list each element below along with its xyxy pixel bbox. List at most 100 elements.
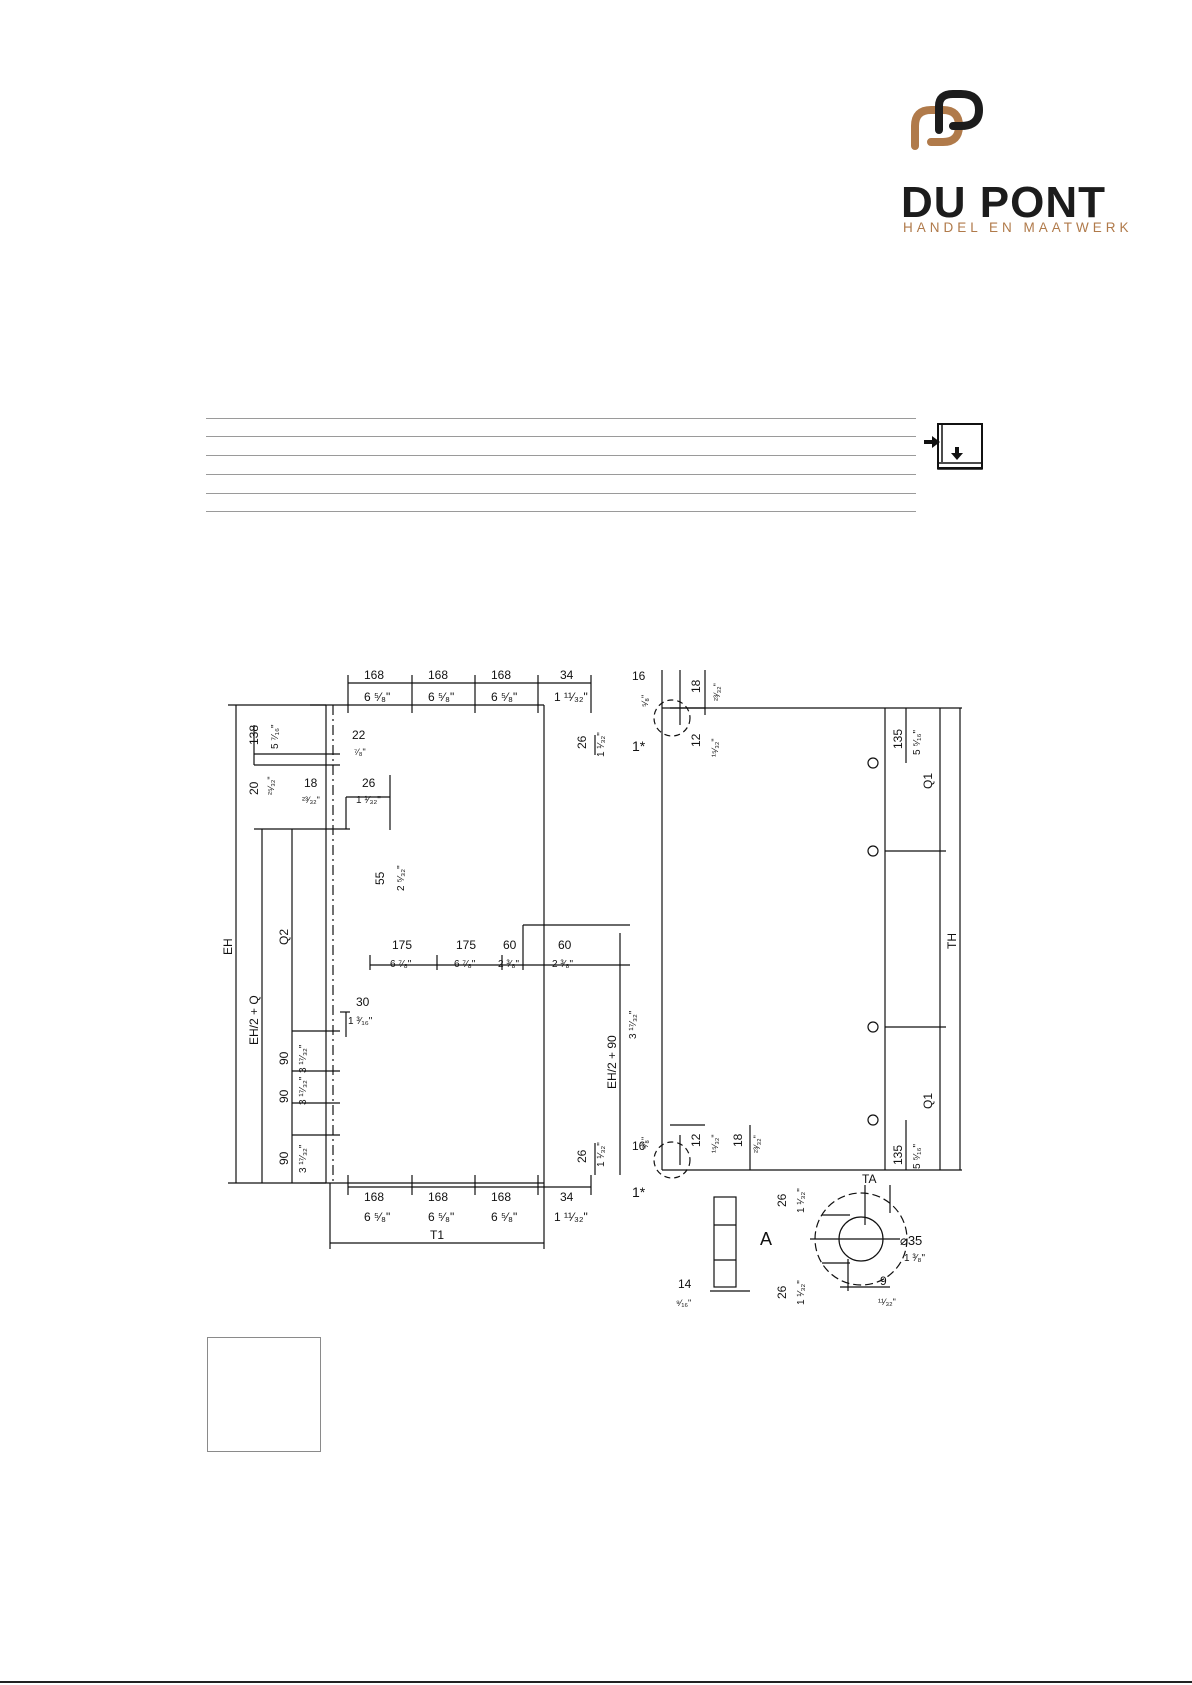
dim-22-in: ⁷⁄₈": [354, 747, 366, 757]
dia-35-label: ⌀35: [900, 1233, 922, 1248]
bottom-dim-1: 168: [364, 1190, 384, 1204]
bottom-dim-4-in: 1 ¹¹⁄₃₂": [554, 1210, 588, 1224]
dim-26: 26: [362, 776, 376, 790]
bottom-dim-2-in: 6 ⁵⁄₈": [428, 1210, 454, 1224]
info-line: [206, 493, 916, 494]
dim-16-top: 16: [632, 669, 646, 683]
info-line: [206, 418, 916, 419]
info-line: [206, 436, 916, 437]
dim-90-a: 90: [277, 1051, 291, 1065]
dim-16-top-in: ⁵⁄₈": [640, 695, 650, 707]
dim-12-top: 12: [689, 733, 703, 747]
dim-18-bot-in: ²³⁄₃₂": [752, 1135, 762, 1153]
mid-dim-1: 175: [392, 938, 412, 952]
dim-26-up-in: 1 ¹⁄₃₂": [796, 1188, 807, 1213]
top-dim-3: 168: [491, 668, 511, 682]
mounting-direction-icon: [924, 423, 983, 470]
eh-label: EH: [221, 938, 235, 955]
mid-dim-2-in: 6 ⁷⁄₈": [454, 959, 476, 970]
dim-55: 55: [373, 871, 387, 885]
dim-18-in: ²³⁄₃₂": [302, 795, 320, 805]
dim-14-in: ⁹⁄₁₆": [676, 1298, 691, 1308]
dim-26-dn: 26: [775, 1285, 789, 1299]
q1-top-label: Q1: [921, 773, 935, 789]
note-box: [207, 1337, 321, 1452]
dim-26-bot: 26: [575, 1149, 589, 1163]
info-lines: [206, 418, 916, 513]
star-note-bot: 1*: [632, 1184, 646, 1200]
mid-dim-1-in: 6 ⁷⁄₈": [390, 959, 412, 970]
dim-26-up: 26: [775, 1193, 789, 1207]
dim-30: 30: [356, 995, 370, 1009]
logo-mark-icon: [911, 90, 984, 150]
bottom-dim-3-in: 6 ⁵⁄₈": [491, 1210, 517, 1224]
eh-half-90-label: EH/2 + 90: [605, 1035, 619, 1089]
dim-135-top-in: 5 ⁵⁄₁₆": [912, 729, 923, 755]
dim-20: 20: [247, 781, 261, 795]
dim-20-in: ²⁵⁄₃₂": [266, 776, 276, 795]
q2-label: Q2: [277, 929, 291, 945]
dim-9: 9: [880, 1274, 887, 1288]
dim-138-in: 5 ⁷⁄₁₆": [270, 724, 281, 749]
dim-18: 18: [304, 776, 318, 790]
top-dim-1-in: 6 ⁵⁄₈": [364, 690, 390, 704]
dim-135-bot: 135: [891, 1145, 905, 1165]
dim-12-bot: 12: [689, 1133, 703, 1147]
top-dim-3-in: 6 ⁵⁄₈": [491, 690, 517, 704]
footer-line: [0, 1681, 1192, 1683]
info-line: [206, 474, 916, 475]
dim-16-bot-in: ⁵⁄₈": [640, 1137, 650, 1149]
dim-138: 138: [247, 725, 261, 745]
dim-90-c: 90: [277, 1151, 291, 1165]
dia-35-in: 1 ³⁄₈": [904, 1253, 925, 1264]
th-label: TH: [945, 933, 959, 949]
dim-90-b-in: 3 ¹⁷⁄₃₂": [298, 1076, 309, 1105]
bottom-dim-1-in: 6 ⁵⁄₈": [364, 1210, 390, 1224]
mid-dim-3: 60: [503, 938, 517, 952]
logo-name: DU PONT: [901, 178, 1106, 227]
dim-12-top-in: ¹⁵⁄₃₂": [710, 738, 720, 757]
top-dim-2-in: 6 ⁵⁄₈": [428, 690, 454, 704]
info-line: [206, 511, 916, 512]
dim-9-in: ¹¹⁄₃₂": [878, 1297, 896, 1307]
dim-135-top: 135: [891, 729, 905, 749]
dim-90-b: 90: [277, 1089, 291, 1103]
dim-26-in: 1 ¹⁄₃₂": [356, 795, 381, 806]
mid-dim-2: 175: [456, 938, 476, 952]
mid-dim-3-in: 2 ³⁄₈": [498, 959, 519, 970]
detail-a-label: A: [760, 1229, 772, 1249]
dim-55-in: 2 ⁵⁄₃₂": [396, 865, 407, 891]
top-dim-4-in: 1 ¹¹⁄₃₂": [554, 690, 588, 704]
dim-18-bot: 18: [731, 1133, 745, 1147]
top-dim-4: 34: [560, 668, 574, 682]
bottom-dim-2: 168: [428, 1190, 448, 1204]
eh-half-q-label: EH/2 + Q: [247, 995, 261, 1045]
dim-90-c-in: 3 ¹⁷⁄₃₂": [298, 1144, 309, 1173]
dim-22: 22: [352, 728, 366, 742]
dim-18-top-in: ²³⁄₃₂": [712, 683, 722, 701]
bottom-dim-4: 34: [560, 1190, 574, 1204]
dim-90-a-in: 3 ¹⁷⁄₃₂": [298, 1044, 309, 1073]
mid-dim-4: 60: [558, 938, 572, 952]
dim-26-top: 26: [575, 735, 589, 749]
dim-26-dn-in: 1 ¹⁄₃₂": [796, 1280, 807, 1305]
dim-16-bot: 16: [632, 1139, 646, 1153]
q1-bot-label: Q1: [921, 1093, 935, 1109]
logo-tagline: HANDEL EN MAATWERK: [903, 220, 1133, 235]
top-dim-1: 168: [364, 668, 384, 682]
dim-26-top-in: 1 ¹⁄₃₂": [596, 732, 607, 757]
top-dim-2: 168: [428, 668, 448, 682]
company-logo: DU PONT HANDEL EN MAATWERK: [895, 88, 1135, 248]
eh-half-90-in: 3 ¹⁷⁄₃₂": [628, 1010, 639, 1039]
dim-14: 14: [678, 1277, 692, 1291]
t1-label: T1: [430, 1228, 444, 1242]
dim-26-bot-in: 1 ¹⁄₃₂": [596, 1142, 607, 1167]
technical-drawing: 168 6 ⁵⁄₈" 168 6 ⁵⁄₈" 168 6 ⁵⁄₈" 34 1 ¹¹…: [221, 668, 962, 1308]
mid-dim-4-in: 2 ³⁄₈": [552, 959, 573, 970]
bottom-dim-3: 168: [491, 1190, 511, 1204]
dim-30-in: 1 ³⁄₁₆": [348, 1016, 373, 1027]
dim-18-top: 18: [689, 679, 703, 693]
star-note-top: 1*: [632, 738, 646, 754]
dim-135-bot-in: 5 ⁵⁄₁₆": [912, 1143, 923, 1169]
dim-12-bot-in: ¹⁵⁄₃₂": [710, 1134, 720, 1153]
